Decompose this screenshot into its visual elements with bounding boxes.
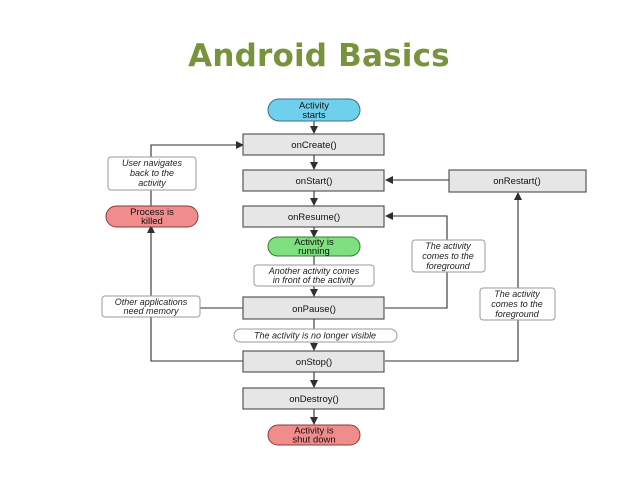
svg-text:comes to the: comes to the <box>491 299 543 309</box>
svg-text:The activity is no longer visi: The activity is no longer visible <box>254 331 376 341</box>
note-no-longer-visible: The activity is no longer visible <box>233 328 398 343</box>
svg-text:onResume(): onResume() <box>288 212 340 223</box>
svg-text:onRestart(): onRestart() <box>493 176 541 187</box>
svg-text:foreground: foreground <box>426 261 471 271</box>
svg-text:running: running <box>298 246 330 257</box>
node-process-killed: Process is killed <box>105 205 199 228</box>
node-activity-shut-down: Activity is shut down <box>267 424 361 446</box>
edge-stop-restart <box>385 192 522 362</box>
svg-text:User navigates: User navigates <box>122 158 183 168</box>
page-title: Android Basics <box>188 38 450 74</box>
node-on-create: onCreate() <box>242 133 385 156</box>
node-on-destroy: onDestroy() <box>242 387 385 410</box>
edge-stop-killed <box>147 225 243 362</box>
note-activity-foreground-2: The activity comes to the foreground <box>479 287 556 321</box>
node-on-resume: onResume() <box>242 205 385 228</box>
svg-text:Activity is: Activity is <box>294 426 334 437</box>
svg-text:onDestroy(): onDestroy() <box>289 394 339 405</box>
node-on-pause: onPause() <box>242 296 385 320</box>
note-activity-foreground-1: The activity comes to the foreground <box>411 239 486 273</box>
svg-text:The activity: The activity <box>425 241 471 251</box>
node-on-restart: onRestart() <box>448 169 587 193</box>
svg-text:Another activity comes: Another activity comes <box>268 266 360 276</box>
svg-text:need memory: need memory <box>123 306 179 316</box>
svg-text:comes to the: comes to the <box>422 251 474 261</box>
note-other-apps: Other applications need memory <box>101 295 201 318</box>
svg-text:Activity is: Activity is <box>294 237 334 248</box>
svg-text:The activity: The activity <box>494 289 540 299</box>
node-on-stop: onStop() <box>242 350 385 373</box>
node-activity-running: Activity is running <box>267 236 361 257</box>
svg-text:onStop(): onStop() <box>296 357 332 368</box>
svg-text:foreground: foreground <box>495 309 540 319</box>
note-user-navigates: User navigates back to the activity <box>107 156 197 191</box>
node-on-start: onStart() <box>242 169 385 192</box>
svg-text:Process is: Process is <box>130 207 174 218</box>
node-activity-starts: Activity starts <box>267 98 361 122</box>
svg-text:activity: activity <box>138 178 166 188</box>
svg-text:onCreate(): onCreate() <box>291 140 336 151</box>
svg-text:Activity: Activity <box>299 101 329 112</box>
note-another-activity: Another activity comes in front of the a… <box>253 264 375 287</box>
svg-text:onStart(): onStart() <box>296 176 333 187</box>
svg-text:killed: killed <box>141 216 163 227</box>
svg-text:starts: starts <box>302 110 325 121</box>
svg-text:onPause(): onPause() <box>292 304 336 315</box>
svg-text:back to the: back to the <box>130 168 174 178</box>
svg-text:Other applications: Other applications <box>115 297 188 307</box>
svg-text:in front of the activity: in front of the activity <box>273 275 356 285</box>
svg-text:shut down: shut down <box>292 435 335 446</box>
